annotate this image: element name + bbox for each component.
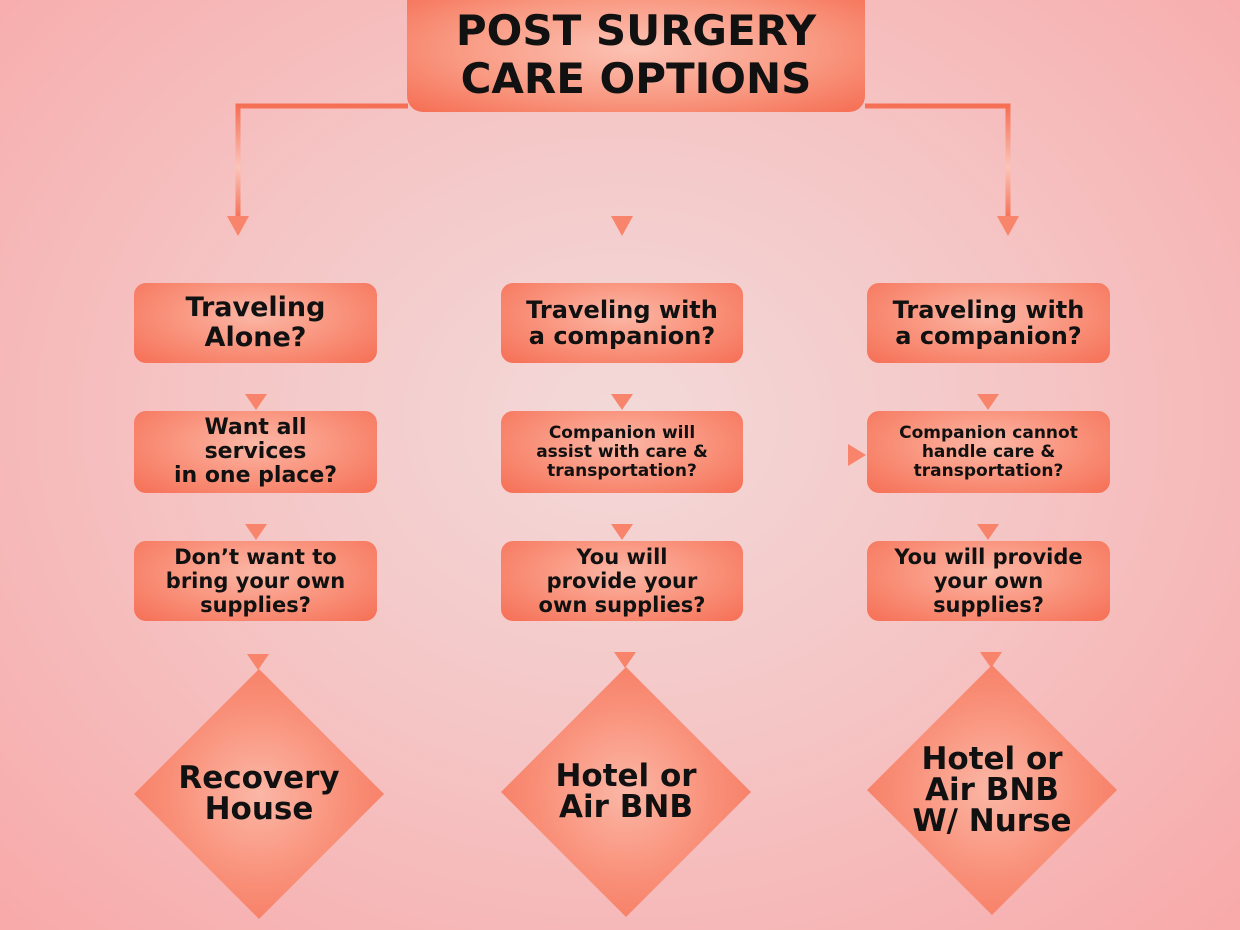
col1-arrows: [245, 364, 269, 670]
col3-outcome-label: Hotel or Air BNB W/ Nurse: [912, 740, 1072, 839]
col2-outcome: Hotel or Air BNB: [501, 667, 751, 917]
col3-arrows: [977, 364, 1002, 668]
col2-outcome-label: Hotel or Air BNB: [555, 758, 697, 825]
col2-step2: Companion will assist with care & transp…: [501, 411, 743, 493]
col3-step3: You will provide your own supplies?: [867, 541, 1110, 621]
branch-right-arrow: [865, 103, 1019, 236]
col3-step2: Companion cannot handle care & transport…: [867, 411, 1110, 493]
col1-question: Traveling Alone?: [134, 283, 377, 363]
col1-outcome-label: Recovery House: [178, 760, 340, 827]
branch-center-arrow: [611, 182, 633, 236]
col2-step3: You will provide your own supplies?: [501, 541, 743, 621]
branch-left-arrow: [227, 103, 408, 236]
cross-arrow: [743, 444, 866, 466]
col2-question: Traveling with a companion?: [501, 283, 743, 363]
col1-step2: Want all services in one place?: [134, 411, 377, 493]
page-title: POST SURGERY CARE OPTIONS: [407, 0, 865, 112]
col3-outcome: Hotel or Air BNB W/ Nurse: [867, 665, 1117, 915]
col1-step3: Don’t want to bring your own supplies?: [134, 541, 377, 621]
col1-outcome: Recovery House: [134, 669, 384, 919]
col3-question: Traveling with a companion?: [867, 283, 1110, 363]
col2-arrows: [611, 364, 636, 668]
